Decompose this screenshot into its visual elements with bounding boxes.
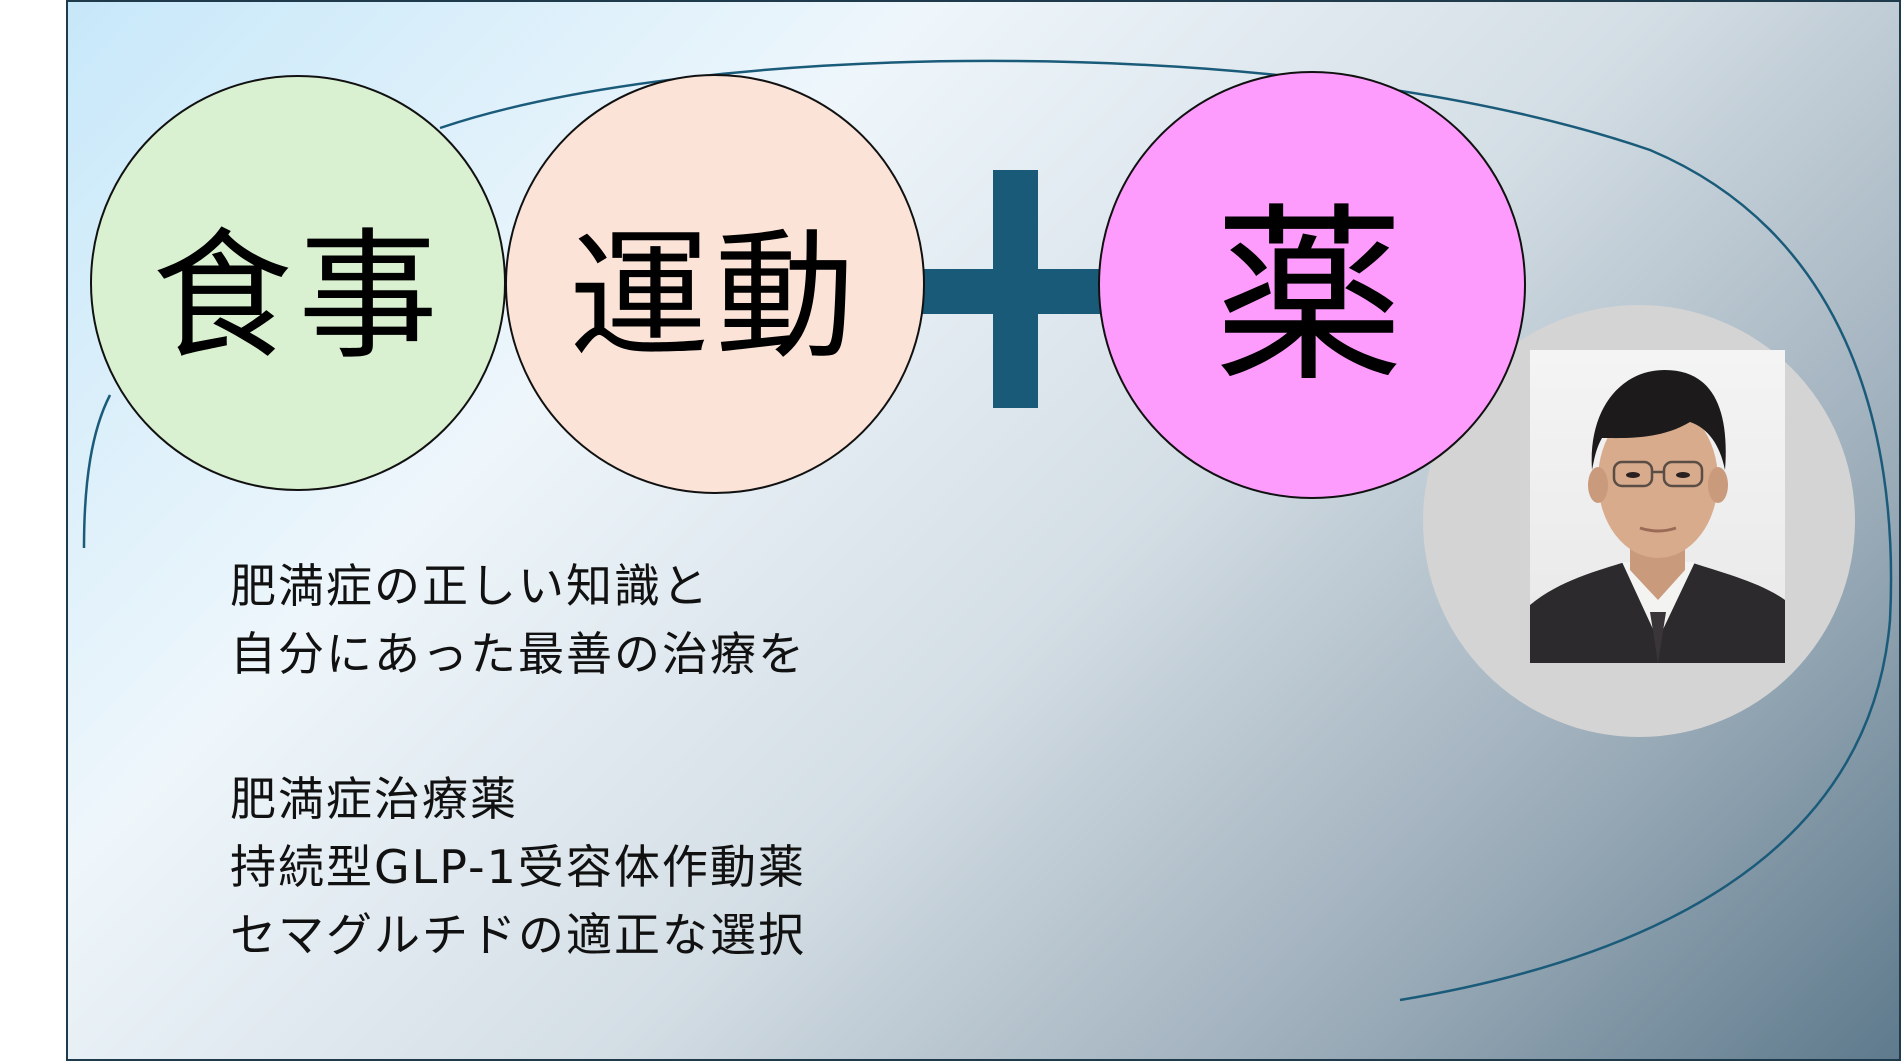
decorative-arc-left — [82, 394, 112, 549]
drug-line-3: セマグルチドの適正な選択 — [230, 908, 806, 962]
intro-text: 肥満症の正しい知識と 自分にあった最善の治療を — [230, 552, 806, 688]
medicine-label: 薬 — [1213, 186, 1410, 408]
medicine-circle — [1098, 71, 1526, 499]
intro-line-2: 自分にあった最善の治療を — [230, 627, 806, 681]
speaker-portrait — [1530, 350, 1785, 663]
plus-icon — [900, 170, 1132, 408]
meal-label: 食事 — [151, 216, 444, 379]
exercise-circle — [505, 74, 925, 494]
intro-line-1: 肥満症の正しい知識と — [230, 559, 710, 613]
drug-line-1: 肥満症治療薬 — [230, 772, 518, 826]
meal-circle — [90, 75, 506, 491]
drug-line-2: 持続型GLP-1受容体作動薬 — [230, 840, 806, 894]
drug-text: 肥満症治療薬 持続型GLP-1受容体作動薬 セマグルチドの適正な選択 — [230, 765, 806, 969]
decorative-arc — [439, 59, 1893, 1002]
exercise-label: 運動 — [568, 216, 861, 379]
